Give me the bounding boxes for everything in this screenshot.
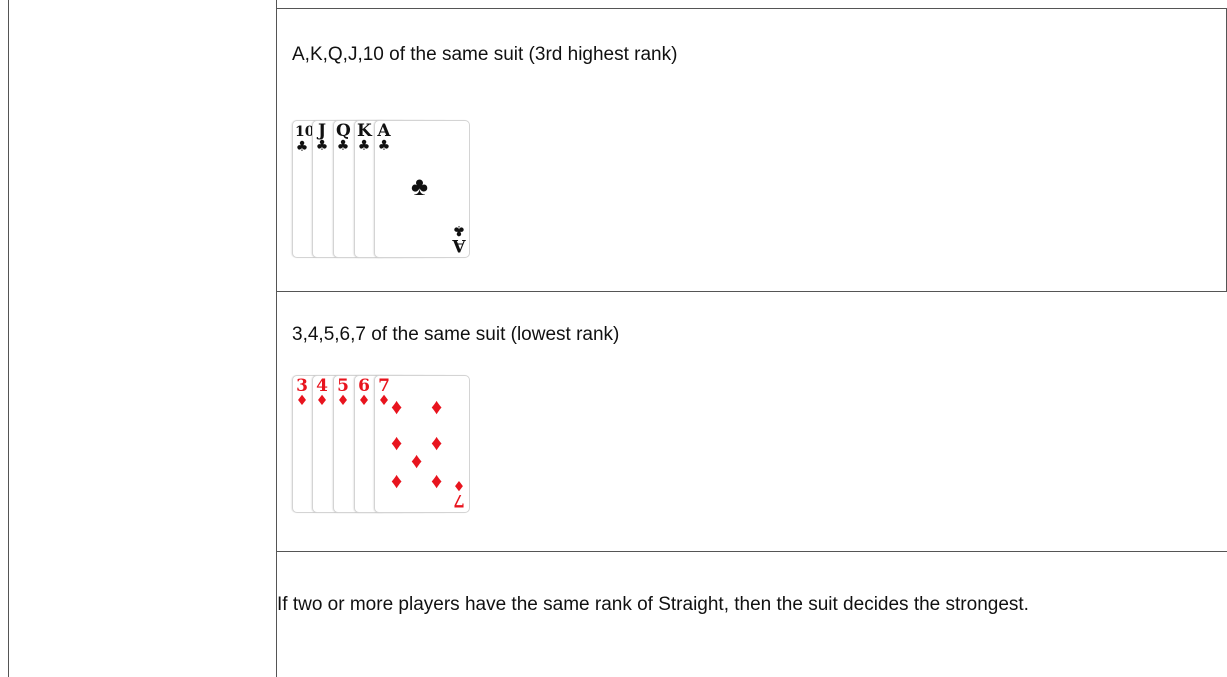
club-icon: ♣: [295, 139, 309, 155]
diamond-icon: ♦: [452, 477, 466, 493]
suit-tiebreak-note: If two or more players have the same ran…: [277, 594, 1029, 615]
club-icon: ♣: [452, 222, 466, 238]
row-divider-2: [276, 551, 1227, 552]
low-straight-cards: 3♦ 4♦ 5♦ 6♦ 7♦ ♦ ♦ ♦ ♦ ♦ ♦ ♦ 7♦: [292, 375, 472, 515]
content-column-rule: [276, 0, 277, 677]
diamond-icon: ♦: [431, 468, 443, 493]
club-icon: ♣: [377, 138, 391, 154]
club-icon: ♣: [411, 171, 429, 201]
card-rank: 6: [358, 376, 370, 396]
card-rank: 5: [337, 376, 349, 396]
club-icon: ♣: [336, 138, 350, 154]
diamond-icon: ♦: [357, 393, 371, 409]
diamond-icon: ♦: [391, 394, 403, 419]
diamond-icon: ♦: [377, 393, 391, 409]
diamond-icon: ♦: [295, 393, 309, 409]
card-a-clubs: A♣ ♣ A♣: [374, 120, 470, 258]
card-7-diamonds: 7♦ ♦ ♦ ♦ ♦ ♦ ♦ ♦ 7♦: [374, 375, 470, 513]
diamond-icon: ♦: [431, 394, 443, 419]
diamond-icon: ♦: [391, 468, 403, 493]
club-icon: ♣: [357, 138, 371, 154]
card-rank: 7: [378, 376, 390, 396]
club-icon: ♣: [315, 138, 329, 154]
diamond-icon: ♦: [411, 448, 423, 473]
diamond-icon: ♦: [336, 393, 350, 409]
low-straight-description: 3,4,5,6,7 of the same suit (lowest rank): [292, 324, 620, 345]
royal-straight-cards: 10♣ J♣ Q♣ K♣ A♣ ♣ A♣: [292, 120, 472, 260]
diamond-icon: ♦: [391, 430, 403, 455]
left-column-rule: [8, 0, 9, 677]
card-rank: A: [377, 121, 391, 141]
royal-straight-description: A,K,Q,J,10 of the same suit (3rd highest…: [292, 44, 678, 65]
diamond-icon: ♦: [431, 430, 443, 455]
card-rank: K: [357, 121, 372, 141]
card-rank: A: [452, 235, 466, 255]
card-rank: 7: [453, 490, 465, 510]
card-rank: 10: [295, 124, 315, 140]
row-top-rule: [276, 8, 1227, 9]
card-rank: 4: [316, 376, 328, 396]
card-rank: Q: [336, 121, 351, 141]
card-rank: J: [317, 121, 327, 141]
row-divider-1: [276, 291, 1227, 292]
card-rank: 3: [296, 376, 308, 396]
diamond-icon: ♦: [315, 393, 329, 409]
